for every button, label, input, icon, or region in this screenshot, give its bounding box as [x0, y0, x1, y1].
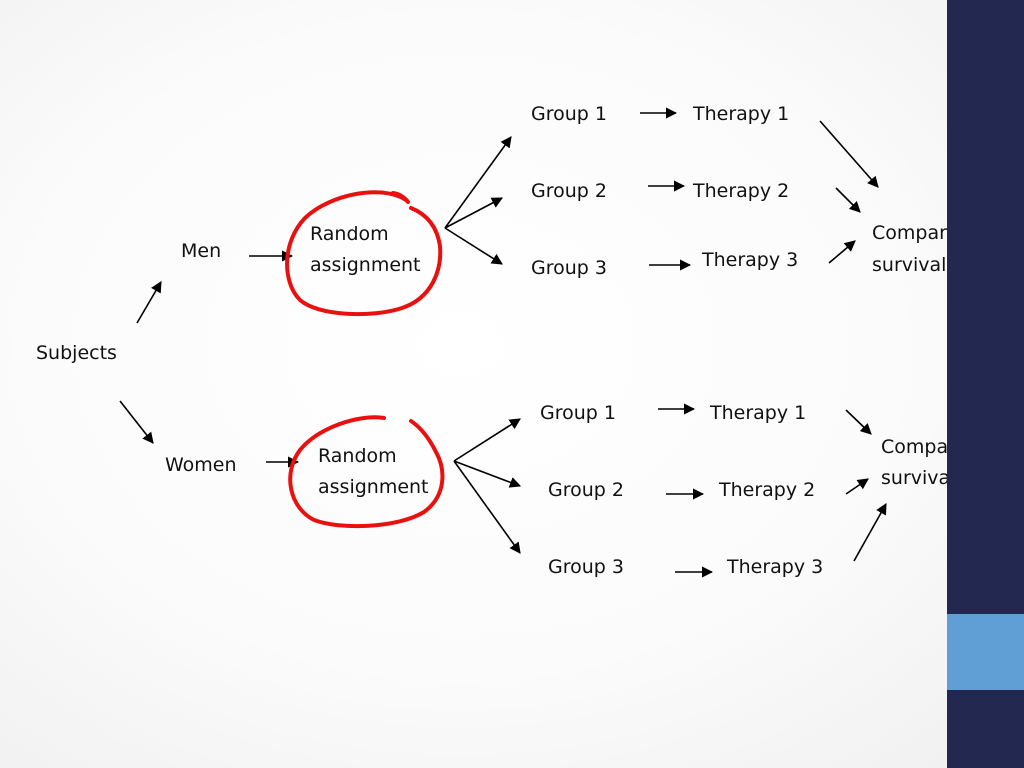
men-therapy-2: Therapy 2: [693, 180, 790, 202]
arrow-women-assignment-to-group1: [453, 418, 521, 462]
arrow-women-assignment-to-group3: [453, 460, 521, 554]
men-therapy-1: Therapy 1: [693, 103, 790, 125]
men-outcome-line-1: Compare: [872, 222, 959, 244]
men-label: Men: [181, 240, 222, 262]
women-outcome-line-2: survival: [881, 467, 956, 489]
men-assignment-circle-tail: [391, 191, 410, 204]
arrow-men-therapy1-to-compare: [819, 120, 879, 188]
arrow-men-assignment-to-group3: [444, 227, 503, 265]
women-assignment-line-2: assignment: [318, 476, 429, 498]
men-assignment-line-1: Random: [310, 223, 389, 245]
sidebar-dark-footer: [947, 690, 1024, 768]
women-label: Women: [165, 454, 237, 476]
women-outcome-line-1: Compare: [881, 436, 968, 458]
women-assignment-line-1: Random: [318, 445, 397, 467]
subjects-label: Subjects: [36, 342, 117, 364]
arrow-women-therapy2-to-compare: [845, 478, 869, 495]
arrow-men-therapy3-to-compare: [828, 240, 856, 264]
arrow-men-assignment-to-group1: [444, 136, 512, 229]
men-group-2: Group 2: [531, 180, 607, 202]
arrow-women-assignment-to-group2: [453, 460, 522, 488]
men-group-3: Group 3: [531, 257, 607, 279]
arrow-women-therapy3-to-compare: [853, 503, 887, 562]
women-group-3: Group 3: [548, 556, 624, 578]
men-outcome-line-2: survival: [872, 254, 947, 276]
women-therapy-2: Therapy 2: [719, 479, 816, 501]
men-assignment-circle: [285, 190, 443, 317]
men-group-1: Group 1: [531, 103, 607, 125]
flow-diagram: [119, 107, 887, 578]
arrow-women-therapy1-to-compare: [845, 409, 872, 435]
women-group-1: Group 1: [540, 402, 616, 424]
women-assignment-circle: [288, 415, 445, 529]
arrow-subjects-to-women: [119, 400, 154, 444]
arrow-men-assignment-to-group2: [444, 197, 503, 229]
arrow-subjects-to-men: [136, 281, 162, 324]
women-therapy-3: Therapy 3: [727, 556, 824, 578]
women-therapy-1: Therapy 1: [710, 402, 807, 424]
arrow-men-therapy2-to-compare: [835, 187, 861, 213]
men-therapy-3: Therapy 3: [702, 249, 799, 271]
sidebar-accent-block: [947, 614, 1024, 690]
sidebar-dark-panel: [947, 0, 1024, 614]
men-assignment-line-2: assignment: [310, 254, 421, 276]
women-group-2: Group 2: [548, 479, 624, 501]
